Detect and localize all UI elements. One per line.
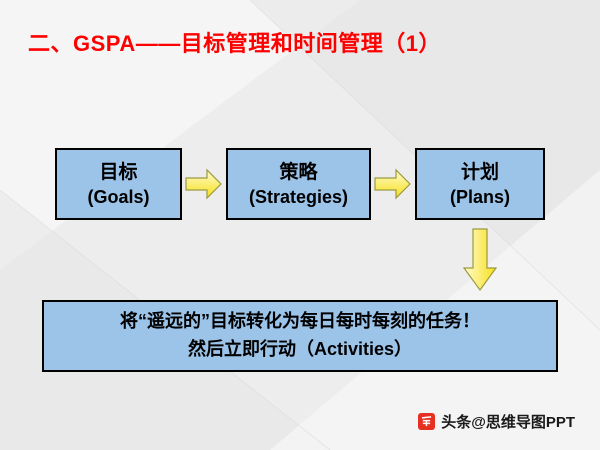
flow-box-plans-label-zh: 计划	[460, 161, 499, 183]
summary-line-1: 将“遥远的”目标转化为每日每时每刻的任务！	[120, 311, 480, 332]
flow-box-goals-label-zh: 目标	[99, 161, 138, 183]
toutiao-logo-icon	[418, 413, 436, 430]
flow-box-strategies-label-en: (Strategies)	[248, 186, 349, 207]
flow-box-goals: 目标 (Goals)	[55, 148, 182, 220]
arrow-right-icon	[185, 168, 222, 200]
flow-box-strategies: 策略 (Strategies)	[226, 148, 371, 220]
summary-box: 将“遥远的”目标转化为每日每时每刻的任务！ 然后立即行动（Activities）	[42, 300, 558, 372]
watermark: 头条@思维导图PPT	[418, 411, 575, 432]
flow-box-strategies-label-zh: 策略	[279, 161, 318, 183]
slide-title: 二、GSPA——目标管理和时间管理（1）	[28, 31, 441, 56]
flow-box-goals-label-en: (Goals)	[87, 186, 150, 207]
flow-box-plans: 计划 (Plans)	[415, 148, 545, 220]
watermark-text: 头条@思维导图PPT	[441, 414, 575, 431]
flow-box-plans-label-en: (Plans)	[449, 186, 510, 207]
arrow-down-icon	[463, 228, 497, 292]
arrow-right-icon	[374, 168, 411, 200]
summary-line-2: 然后立即行动（Activities）	[187, 339, 413, 359]
